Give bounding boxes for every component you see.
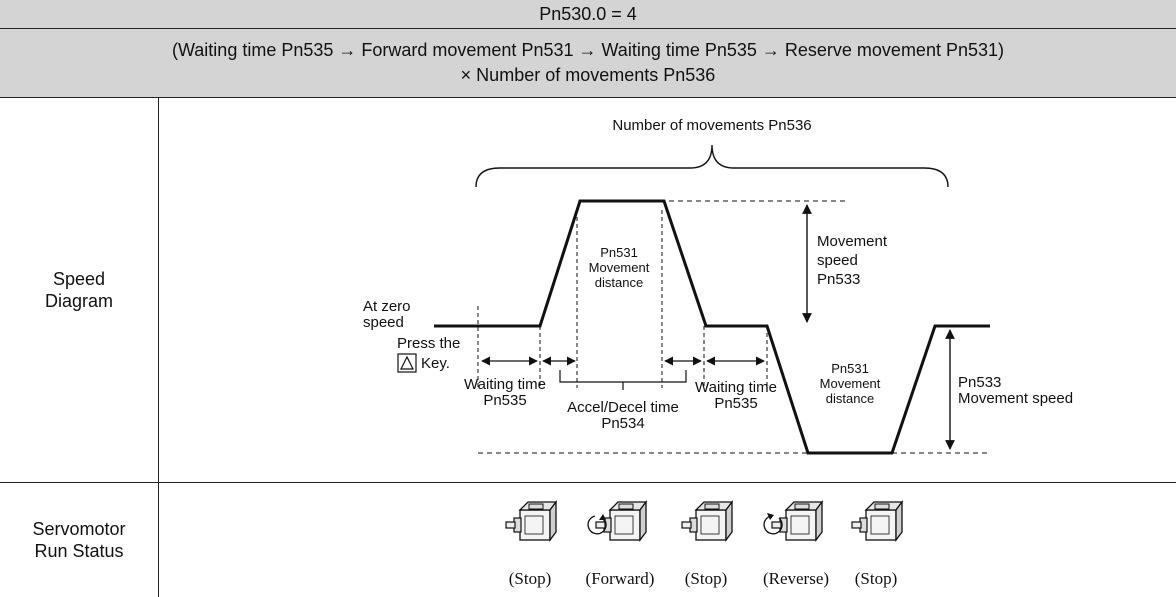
servomotor-icon bbox=[851, 501, 903, 541]
forward-rotation-icon bbox=[587, 515, 607, 535]
waiting-time-2-line1: Waiting time bbox=[695, 379, 777, 396]
run-status-item: (Stop) bbox=[681, 501, 733, 588]
at-zero-speed-line2: speed bbox=[363, 314, 404, 331]
rev-distance-line3: distance bbox=[826, 391, 874, 406]
speed-diagram-label-line2: Diagram bbox=[44, 291, 114, 311]
speed-diagram-label: Speed Diagram bbox=[0, 98, 158, 482]
reverse-rotation-icon bbox=[763, 515, 783, 535]
column-divider bbox=[158, 98, 159, 597]
movement-speed-upper-line2: speed bbox=[817, 252, 858, 269]
fwd-distance-line1: Pn531 bbox=[600, 245, 638, 260]
movement-speed-upper-line3: Pn533 bbox=[817, 271, 860, 288]
at-zero-speed-line1: At zero bbox=[363, 298, 411, 315]
run-status-label-line1: Servomotor bbox=[32, 519, 126, 539]
run-status-label-text: (Forward) bbox=[586, 569, 655, 588]
sequence-header: (Waiting time Pn535 → Forward movement P… bbox=[0, 29, 1176, 98]
run-status-label-line2: Run Status bbox=[34, 541, 124, 561]
row-divider bbox=[0, 482, 1176, 483]
mode-title: Pn530.0 = 4 bbox=[539, 3, 637, 24]
waiting-time-2-line2: Pn535 bbox=[714, 395, 757, 412]
movement-speed-upper-line1: Movement bbox=[817, 233, 888, 250]
movements-brace bbox=[475, 144, 949, 188]
waiting-time-1-line1: Waiting time bbox=[464, 376, 546, 393]
mode-header: Pn530.0 = 4 bbox=[0, 0, 1176, 29]
rev-distance-line2: Movement bbox=[820, 376, 881, 391]
waiting-time-1-line2: Pn535 bbox=[483, 392, 526, 409]
run-status-label-text: (Reverse) bbox=[763, 569, 829, 588]
speed-diagram-label-line1: Speed bbox=[52, 269, 106, 289]
speed-trace bbox=[434, 199, 990, 455]
rotation-arrowhead bbox=[767, 513, 774, 520]
run-status-label-text: (Stop) bbox=[855, 569, 898, 588]
servomotor-icon bbox=[681, 501, 733, 541]
fwd-distance-line3: distance bbox=[595, 275, 643, 290]
accel-decel-line1: Accel/Decel time bbox=[567, 399, 679, 416]
servomotor-icon bbox=[771, 501, 823, 541]
sequence-line-1: (Waiting time Pn535 → Forward movement P… bbox=[171, 40, 1005, 60]
fwd-distance-line2: Movement bbox=[589, 260, 650, 275]
run-status-label-text: (Stop) bbox=[509, 569, 552, 588]
number-of-movements-label: Number of movements Pn536 bbox=[612, 117, 811, 134]
press-the-label: Press the bbox=[397, 335, 460, 352]
servomotor-icon bbox=[505, 501, 557, 541]
movement-speed-lower-line2: Movement speed bbox=[958, 390, 1073, 407]
run-status-item: (Stop) bbox=[851, 501, 903, 588]
up-triangle-key-icon bbox=[397, 353, 417, 373]
servomotor-icon bbox=[595, 501, 647, 541]
movement-speed-lower-line1: Pn533 bbox=[958, 374, 1001, 391]
rev-distance-line1: Pn531 bbox=[831, 361, 869, 376]
run-status-label: Servomotor Run Status bbox=[0, 483, 158, 597]
run-status-item: (Reverse) bbox=[763, 501, 829, 588]
accel-decel-line2: Pn534 bbox=[601, 415, 644, 432]
run-status-item: (Forward) bbox=[586, 501, 655, 588]
sequence-line-2: × Number of movements Pn536 bbox=[460, 65, 716, 85]
rotation-arrowhead bbox=[599, 514, 606, 520]
run-status-item: (Stop) bbox=[505, 501, 557, 588]
run-status-label-text: (Stop) bbox=[685, 569, 728, 588]
key-label: Key. bbox=[421, 355, 450, 372]
